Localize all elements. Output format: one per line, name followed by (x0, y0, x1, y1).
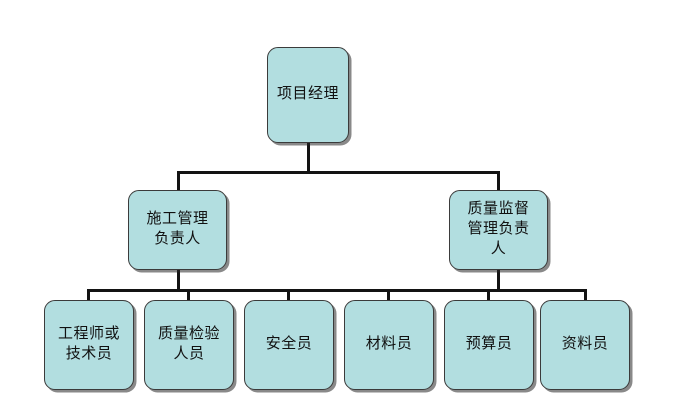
node-project-manager-label: 项目经理 (276, 86, 339, 103)
node-budget-officer[interactable]: 预算员 (444, 300, 534, 390)
connector-level1-bus (177, 171, 500, 174)
node-construction-lead-label: 施工管理 负责人 (146, 211, 209, 247)
connector-drop-construction-lead (177, 171, 180, 192)
connector-drop-safety-officer (287, 289, 290, 302)
node-document-officer-label: 资料员 (561, 336, 609, 353)
node-material-officer[interactable]: 材料员 (344, 300, 434, 390)
node-document-officer[interactable]: 资料员 (540, 300, 630, 390)
node-quality-lead[interactable]: 质量监督 管理负责 人 (449, 190, 548, 270)
connector-drop-budget-officer (487, 289, 490, 302)
connector-drop-material-officer (387, 289, 390, 302)
node-safety-officer[interactable]: 安全员 (244, 300, 334, 390)
connector-level2-bus (87, 289, 587, 292)
node-construction-lead[interactable]: 施工管理 负责人 (128, 190, 227, 270)
node-engineer-label: 工程师或 技术员 (57, 326, 120, 362)
node-inspector-label: 质量检验 人员 (157, 326, 220, 362)
node-project-manager[interactable]: 项目经理 (267, 47, 349, 143)
connector-drop-quality-lead (497, 171, 500, 192)
node-material-officer-label: 材料员 (365, 336, 413, 353)
connector-drop-inspector (187, 289, 190, 302)
node-inspector[interactable]: 质量检验 人员 (144, 300, 234, 390)
connector-stem-quality-lead (497, 269, 500, 291)
node-quality-lead-label: 质量监督 管理负责 人 (467, 201, 530, 257)
node-budget-officer-label: 预算员 (465, 336, 513, 353)
connector-root-stem (307, 143, 310, 174)
node-safety-officer-label: 安全员 (265, 336, 313, 353)
connector-drop-engineer (87, 289, 90, 302)
node-engineer[interactable]: 工程师或 技术员 (44, 300, 134, 390)
connector-stem-construction-lead (177, 269, 180, 291)
connector-drop-document-officer (584, 289, 587, 302)
